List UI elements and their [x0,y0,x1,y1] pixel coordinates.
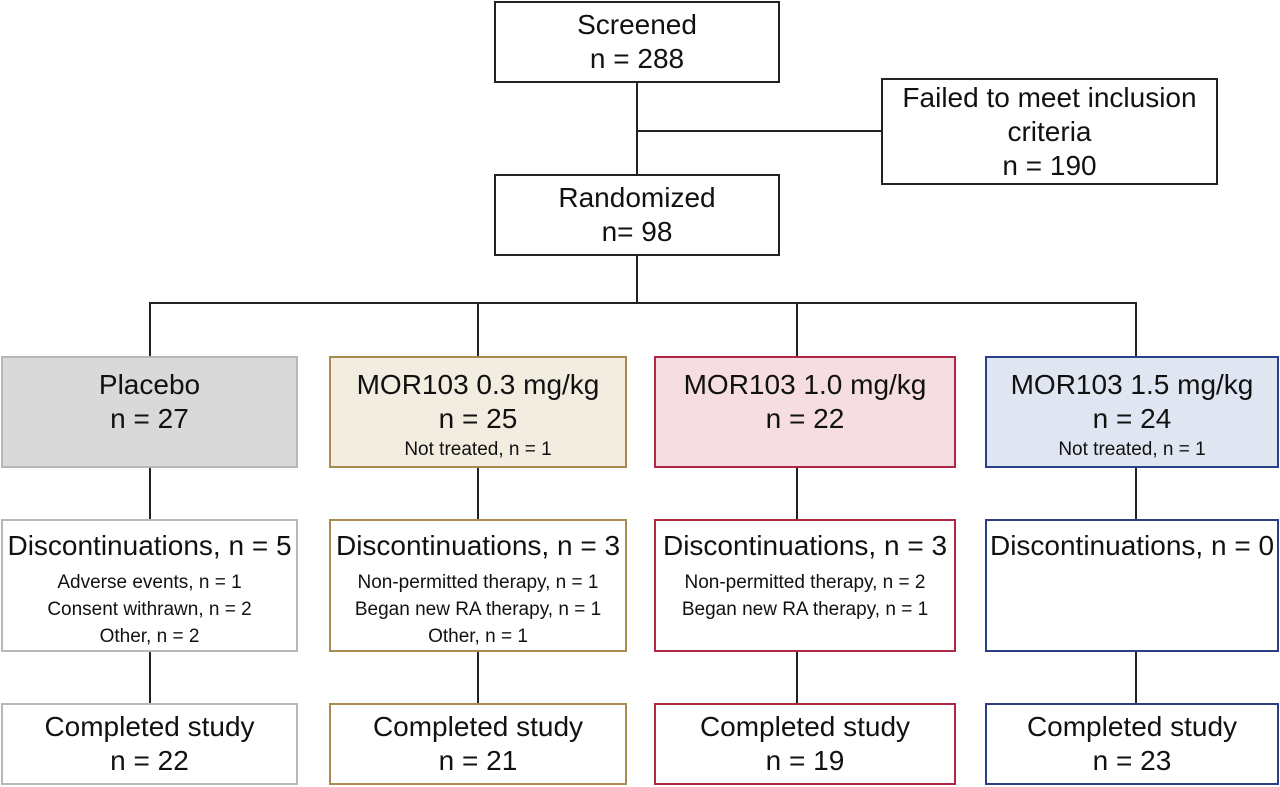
discontinuation-reason: Non-permitted therapy, n = 2 [684,572,926,593]
discontinuation-reason: Adverse events, n = 1 [57,572,242,593]
connector-screened-randomized [636,83,638,174]
connector-to-arm-10 [796,302,798,356]
discontinuation-reason: Consent withrawn, n = 2 [47,599,252,620]
discontinuation-reason: Other, n = 1 [428,626,528,647]
arm-name: MOR103 1.0 mg/kg [683,369,927,400]
completed-label: Completed study [372,711,584,742]
discontinuations-title: Discontinuations, n = 3 [662,530,948,561]
completed-label: Completed study [1026,711,1238,742]
arm-box-placebo: Placebo n = 27 [1,356,298,468]
arm-n: n = 22 [765,403,845,434]
arm-name: Placebo [98,369,201,400]
discontinuations-box-mor103-0-3: Discontinuations, n = 3 Non-permitted th… [329,519,627,652]
failed-line2: criteria [1007,115,1092,147]
completed-box-mor103-1-0: Completed study n = 19 [654,703,956,785]
discontinuations-box-placebo: Discontinuations, n = 5 Adverse events, … [1,519,298,652]
arm-name: MOR103 0.3 mg/kg [356,369,600,400]
failed-line1: Failed to meet inclusion [902,81,1197,113]
completed-n: n = 19 [765,745,845,776]
arm-n: n = 24 [1092,403,1172,434]
arm-n: n = 25 [438,403,518,434]
arm-box-mor103-1-0: MOR103 1.0 mg/kg n = 22 [654,356,956,468]
failed-inclusion-box: Failed to meet inclusion criteria n = 19… [881,78,1218,185]
discontinuation-reason: Other, n = 2 [99,626,200,647]
connector-to-failed [636,130,881,132]
connector-arm-disc-placebo [149,468,151,519]
discontinuations-title: Discontinuations, n = 3 [335,530,621,561]
discontinuations-box-mor103-1-5: Discontinuations, n = 0 [985,519,1279,652]
completed-box-mor103-1-5: Completed study n = 23 [985,703,1279,785]
connector-disc-comp-10 [796,652,798,703]
completed-label: Completed study [699,711,911,742]
discontinuations-title: Discontinuations, n = 5 [7,530,292,561]
connector-to-arm-03 [477,302,479,356]
connector-to-arm-15 [1135,302,1137,356]
arm-name: MOR103 1.5 mg/kg [1010,369,1254,400]
arm-note: Not treated, n = 1 [404,439,552,460]
completed-box-mor103-0-3: Completed study n = 21 [329,703,627,785]
screened-label: Screened [577,9,697,40]
connector-arm-disc-15 [1135,468,1137,519]
connector-disc-comp-15 [1135,652,1137,703]
connector-disc-comp-placebo [149,652,151,703]
arm-note: Not treated, n = 1 [1058,439,1206,460]
arm-box-mor103-0-3: MOR103 0.3 mg/kg n = 25 Not treated, n =… [329,356,627,468]
randomized-n: n= 98 [601,216,673,247]
connector-arm-disc-03 [477,468,479,519]
arm-bus-line [149,302,1137,304]
randomized-label: Randomized [558,182,716,213]
discontinuation-reason: Began new RA therapy, n = 1 [354,599,602,620]
discontinuations-box-mor103-1-0: Discontinuations, n = 3 Non-permitted th… [654,519,956,652]
connector-arm-disc-10 [796,468,798,519]
connector-randomized-bus [636,256,638,303]
discontinuation-reason: Non-permitted therapy, n = 1 [357,572,599,593]
failed-n: n = 190 [1002,149,1097,181]
completed-box-placebo: Completed study n = 22 [1,703,298,785]
discontinuations-title: Discontinuations, n = 0 [989,530,1275,561]
connector-disc-comp-03 [477,652,479,703]
arm-box-mor103-1-5: MOR103 1.5 mg/kg n = 24 Not treated, n =… [985,356,1279,468]
completed-n: n = 23 [1092,745,1172,776]
completed-n: n = 21 [438,745,518,776]
completed-label: Completed study [44,711,255,742]
screened-box: Screened n = 288 [494,1,780,83]
arm-n: n = 27 [110,403,189,434]
randomized-box: Randomized n= 98 [494,174,780,256]
screened-n: n = 288 [589,43,685,74]
connector-to-arm-placebo [149,302,151,356]
completed-n: n = 22 [110,745,189,776]
discontinuation-reason: Began new RA therapy, n = 1 [681,599,929,620]
